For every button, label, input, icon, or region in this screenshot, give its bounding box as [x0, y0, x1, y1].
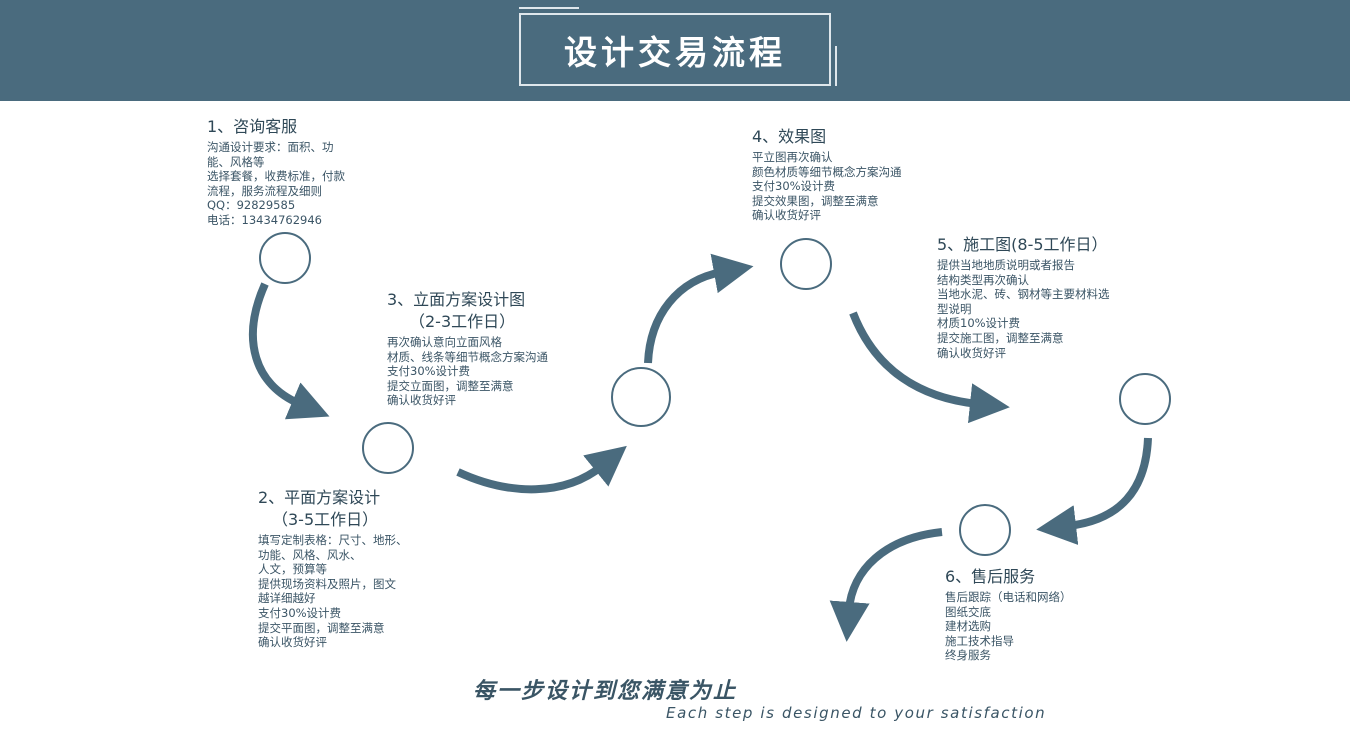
- step-heading: 2、平面方案设计: [258, 488, 381, 507]
- step-detail: 能、风格等: [207, 154, 265, 169]
- step-4-block: 4、效果图 平立图再次确认 颜色材质等细节概念方案沟通 支付30%设计费 提交效…: [752, 126, 902, 223]
- step-5-block: 5、施工图(8-5工作日） 提供当地地质说明或者报告 结构类型再次确认 当地水泥…: [937, 234, 1110, 360]
- step-detail: 越详细越好: [258, 591, 316, 606]
- step-5-node: [1119, 373, 1171, 425]
- step-detail: 颜色材质等细节概念方案沟通: [752, 164, 902, 179]
- footer-english: Each step is designed to your satisfacti…: [666, 704, 1047, 722]
- step-detail: 电话：13434762946: [207, 212, 322, 227]
- step-detail: 结构类型再次确认: [937, 272, 1029, 287]
- step-detail: 支付30%设计费: [387, 364, 471, 379]
- step-detail: 材质10%设计费: [937, 316, 1021, 331]
- step-detail: 提交施工图，调整至满意: [937, 330, 1064, 345]
- step-duration: （2-3工作日）: [409, 312, 516, 331]
- step-4-node: [780, 238, 832, 290]
- step-3-node: [611, 367, 671, 427]
- arrow-5-to-6: [1036, 437, 1152, 545]
- step-3-block: 3、立面方案设计图 （2-3工作日） 再次确认意向立面风格 材质、线条等细节概念…: [387, 289, 548, 408]
- step-6-node: [959, 504, 1011, 556]
- step-detail: 沟通设计要求：面积、功: [207, 140, 334, 154]
- step-detail: QQ：92829585: [207, 198, 296, 213]
- step-detail: 提供现场资料及照片，图文: [258, 576, 396, 591]
- step-detail: 当地水泥、砖、钢材等主要材料选: [937, 287, 1110, 302]
- step-heading: 6、售后服务: [945, 567, 1036, 586]
- arrow-4-to-5: [849, 311, 1010, 424]
- step-detail: 提交效果图，调整至满意: [752, 193, 879, 208]
- step-detail: 确认收货好评: [258, 635, 327, 650]
- step-detail: 确认收货好评: [387, 393, 456, 408]
- step-detail: 人文，预算等: [258, 562, 327, 577]
- step-heading: 3、立面方案设计图: [387, 290, 526, 309]
- step-detail: 流程，服务流程及细则: [207, 183, 322, 198]
- step-detail: 建材选购: [945, 619, 991, 634]
- step-heading: 4、效果图: [752, 127, 827, 146]
- footer-slogan: 每一步设计到您满意为止: [0, 673, 1350, 705]
- title-frame: 设计交易流程: [519, 7, 837, 86]
- step-heading: 5、施工图(8-5工作日）: [937, 235, 1108, 254]
- step-detail: 选择套餐，收费标准，付款: [207, 169, 345, 184]
- header-banner: 设计交易流程: [0, 0, 1350, 101]
- step-detail: 终身服务: [945, 648, 991, 663]
- step-detail: 平立图再次确认: [752, 150, 833, 164]
- step-1-node: [259, 232, 311, 284]
- arrow-1-to-2: [248, 282, 330, 420]
- step-6-block: 6、售后服务 售后跟踪（电话和网络） 图纸交底 建材选购 施工技术指导 终身服务: [945, 566, 1072, 663]
- step-detail: 型说明: [937, 301, 972, 316]
- page-title: 设计交易流程: [564, 32, 786, 72]
- step-detail: 图纸交底: [945, 604, 991, 619]
- arrow-2-to-3: [456, 445, 627, 494]
- step-detail: 材质、线条等细节概念方案沟通: [387, 349, 548, 364]
- arrow-6-end: [829, 528, 943, 642]
- step-detail: 支付30%设计费: [752, 179, 836, 194]
- step-detail: 支付30%设计费: [258, 605, 342, 620]
- arrow-3-to-4: [644, 253, 754, 364]
- step-detail: 售后跟踪（电话和网络）: [945, 590, 1072, 604]
- step-detail: 施工技术指导: [945, 633, 1014, 648]
- step-detail: 提交立面图，调整至满意: [387, 378, 514, 393]
- step-1-block: 1、咨询客服 沟通设计要求：面积、功 能、风格等 选择套餐，收费标准，付款 流程…: [207, 116, 345, 228]
- step-heading: 1、咨询客服: [207, 117, 298, 136]
- step-detail: 提供当地地质说明或者报告: [937, 258, 1075, 272]
- step-duration: （3-5工作日）: [272, 510, 379, 529]
- step-detail: 确认收货好评: [752, 208, 821, 223]
- step-detail: 确认收货好评: [937, 345, 1006, 360]
- step-detail: 填写定制表格：尺寸、地形、: [258, 533, 408, 547]
- step-detail: 提交平面图，调整至满意: [258, 620, 385, 635]
- step-detail: 再次确认意向立面风格: [387, 335, 502, 349]
- step-2-node: [362, 422, 414, 474]
- footer-slogan-text: 每一步设计到您满意为止: [472, 679, 737, 704]
- step-2-block: 2、平面方案设计 （3-5工作日） 填写定制表格：尺寸、地形、 功能、风格、风水…: [258, 487, 408, 650]
- step-detail: 功能、风格、风水、: [258, 547, 362, 562]
